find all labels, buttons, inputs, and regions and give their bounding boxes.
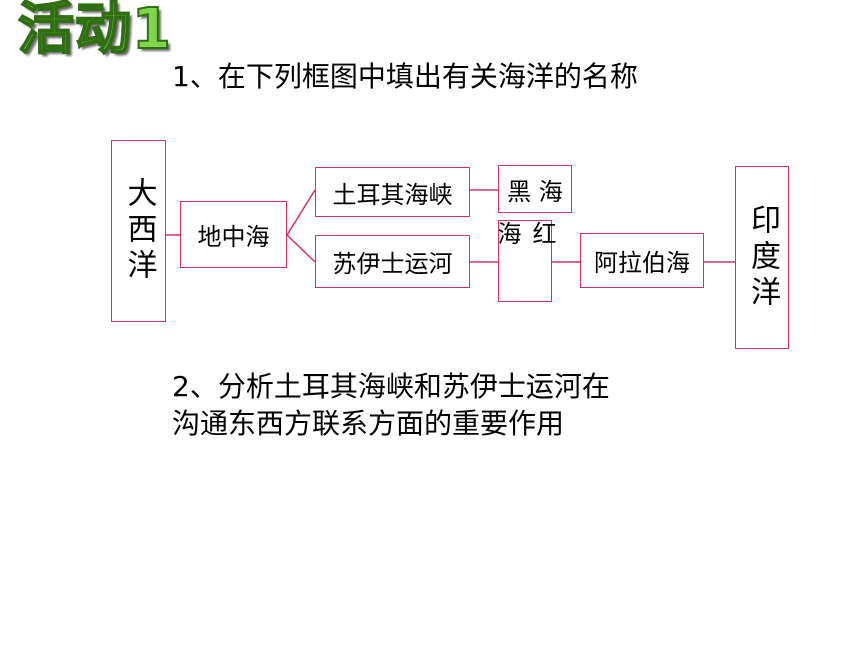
question-2-line-2: 沟通东西方联系方面的重要作用 (172, 407, 565, 440)
black-sea-label: 黑 海 (507, 177, 563, 206)
mediterranean-label: 地中海 (197, 223, 270, 251)
box-suez-canal: 苏伊士运河 (315, 235, 470, 288)
line-mediterranean-turkish-strait (286, 189, 316, 236)
question-1: 1、在下列框图中填出有关海洋的名称 (172, 60, 638, 93)
suez-canal-label: 苏伊士运河 (332, 250, 453, 278)
line-mediterranean-suez-canal (286, 234, 316, 263)
box-arabian-sea: 阿拉伯海 (580, 233, 704, 288)
atlantic-label: 大西洋 (121, 177, 157, 285)
box-turkish-strait: 土耳其海峡 (315, 167, 470, 217)
box-red-sea: 红 海 (493, 220, 556, 302)
turkish-strait-label: 土耳其海峡 (332, 180, 453, 209)
indian-ocean-label: 印度洋 (745, 203, 780, 312)
box-indian-ocean: 印度洋 (735, 166, 789, 349)
box-mediterranean-sea: 地中海 (180, 201, 287, 268)
box-black-sea: 黑 海 (498, 165, 572, 213)
question-2-line-1: 2、分析土耳其海峡和苏伊士运河在 (172, 370, 610, 403)
box-atlantic-ocean: 大西洋 (111, 140, 166, 322)
red-sea-label: 红 海 (493, 221, 556, 251)
arabian-sea-label: 阿拉伯海 (594, 249, 690, 277)
activity-title: 活动1 (17, 0, 172, 62)
